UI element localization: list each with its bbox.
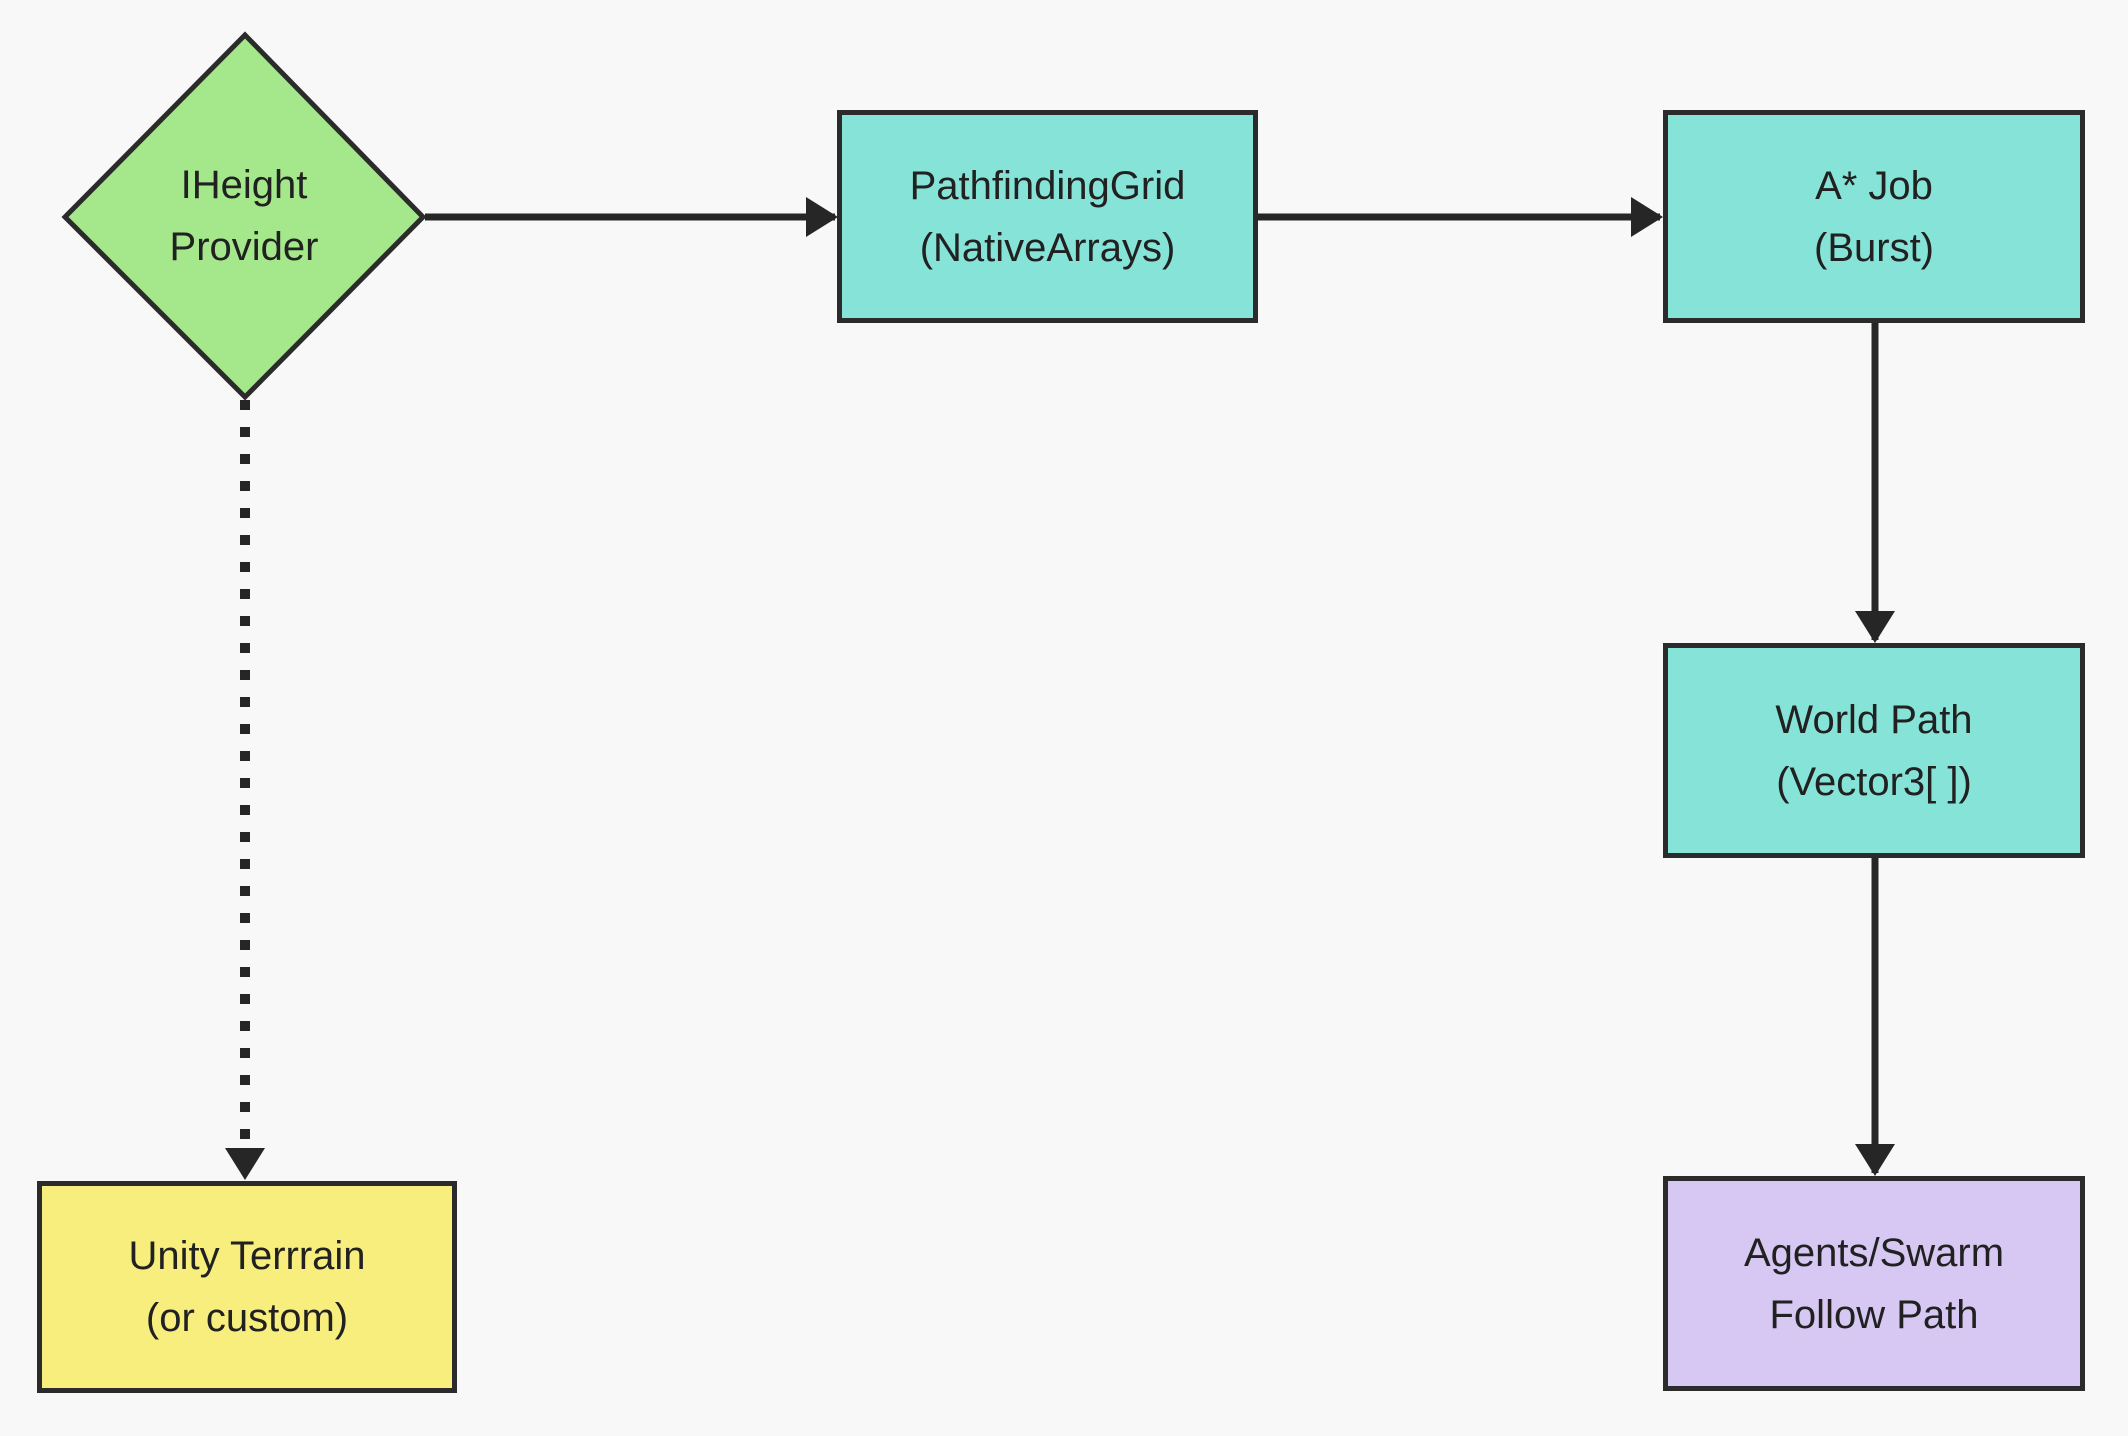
node-label-line: (or custom) — [145, 1296, 349, 1340]
node-astar-job: A* Job (Burst) — [1663, 110, 2085, 323]
node-label-line: Follow Path — [1769, 1292, 1979, 1337]
node-unity-terrain: Unity Terrrain (or custom) — [37, 1181, 457, 1393]
node-label-line: Agents/Swarm — [1743, 1230, 2005, 1275]
node-label-line: Unity Terrrain — [128, 1234, 366, 1278]
diamond-polygon — [61, 31, 427, 401]
node-label-line: (Burst) — [1814, 225, 1934, 270]
node-pathfinding-grid: PathfindingGrid (NativeArrays) — [837, 110, 1258, 323]
node-iheight-provider-label: IHeight Provider — [65, 35, 423, 397]
node-label-line: World Path — [1775, 697, 1973, 742]
node-label-line: IHeight — [180, 163, 308, 207]
node-agents-swarm-follow-path: Agents/Swarm Follow Path — [1663, 1176, 2085, 1391]
node-label-line: (NativeArrays) — [919, 225, 1176, 270]
node-label-line: A* Job — [1815, 163, 1933, 208]
node-label-line: PathfindingGrid — [909, 163, 1186, 208]
node-label-line: Provider — [169, 225, 319, 269]
node-iheight-provider-shape — [61, 31, 427, 401]
node-label-line: (Vector3[ ]) — [1776, 759, 1972, 804]
node-world-path: World Path (Vector3[ ]) — [1663, 643, 2085, 858]
